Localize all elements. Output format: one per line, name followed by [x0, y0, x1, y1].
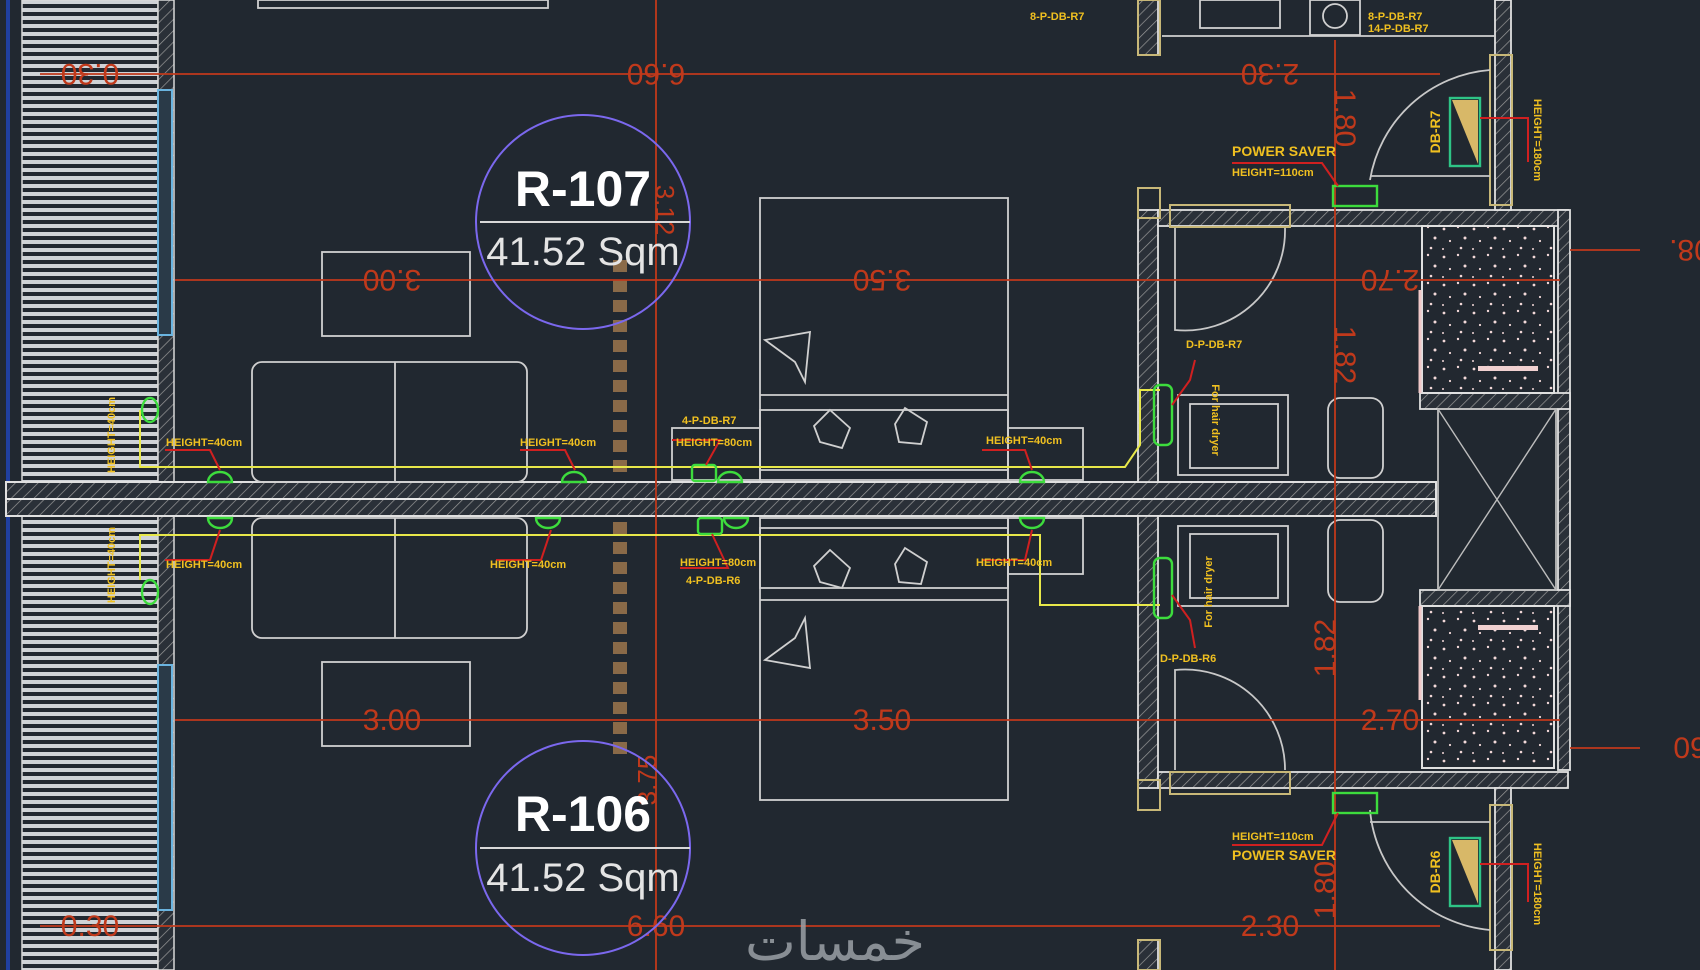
- hair-dryer-label: For hair dryer: [1209, 384, 1221, 456]
- switch-icon: [690, 463, 718, 483]
- room-tag-r106[interactable]: R-106 41.52 Sqm: [475, 740, 691, 956]
- balcony-left: [6, 0, 175, 970]
- wall-socket-label: HEIGHT=40cm: [106, 397, 118, 473]
- dimension-lines: [40, 0, 1640, 970]
- circuit-label: D-P-DB-R7: [1186, 339, 1242, 351]
- socket-height-label: HEIGHT=40cm: [986, 435, 1062, 447]
- power-saver-height: HEIGHT=110cm: [1232, 831, 1314, 843]
- dim-bottom-living-width: 3.00: [363, 704, 421, 737]
- circuit-label: D-P-DB-R6: [1160, 653, 1216, 665]
- shaver-socket-icon: [1152, 383, 1174, 447]
- leader-lines: [165, 117, 1529, 902]
- power-saver-icon: [1331, 184, 1379, 208]
- dimension-texts: 0.30 6.60 2.30 1.80 3.00 3.50 2.70 1.82 …: [61, 57, 1700, 943]
- db-label: DB-R7: [1427, 110, 1443, 153]
- socket-icon: [560, 470, 588, 484]
- door-swings: [1174, 69, 1491, 931]
- hair-dryer-label: For hair dryer: [1203, 556, 1215, 628]
- socket-icon: [716, 470, 744, 484]
- dim-right-top-edge: 08.: [1669, 233, 1700, 266]
- watermark-logo: خمسات: [745, 910, 925, 970]
- socket-height-label: HEIGHT=40cm: [166, 437, 242, 449]
- socket-icon: [534, 516, 562, 530]
- switch-height-label: HEIGHT=80cm: [680, 557, 756, 569]
- db-height-label: HEIGHT=180cm: [1531, 843, 1543, 925]
- socket-icon: [722, 516, 750, 530]
- power-saver-label: POWER SAVER: [1232, 847, 1336, 863]
- room-number: R-106: [515, 786, 651, 842]
- furniture-r107: [251, 0, 1084, 483]
- shower-areas: [1418, 225, 1557, 769]
- dim-top-left-width: 0.30: [61, 57, 119, 90]
- dim-bottom-left-width: 0.30: [61, 910, 119, 943]
- socket-icon: [140, 396, 160, 424]
- dim-top-bath-width: 2.70: [1361, 263, 1419, 296]
- db-panel-icon: [1448, 836, 1482, 908]
- socket-icon: [206, 470, 234, 484]
- socket-icon: [1018, 470, 1046, 484]
- shaver-socket-icon: [1152, 556, 1174, 620]
- room-tag-r107[interactable]: R-107 41.52 Sqm: [475, 114, 691, 330]
- db-panel-icon: [1448, 96, 1482, 168]
- furniture-r106: [251, 517, 1084, 801]
- circuit-label: 14-P-DB-R7: [1368, 23, 1429, 35]
- socket-icon: [1018, 516, 1046, 530]
- dim-top-room-depth: 3.12: [650, 185, 680, 236]
- power-saver-height: HEIGHT=110cm: [1232, 167, 1314, 179]
- dim-bottom-bath-height: 1.82: [1309, 619, 1342, 677]
- power-saver-icon: [1331, 791, 1379, 815]
- circuit-label: 4-P-DB-R6: [686, 575, 740, 587]
- socket-height-label: HEIGHT=40cm: [490, 559, 566, 571]
- power-saver-label: POWER SAVER: [1232, 143, 1336, 159]
- dim-bottom-bath-width: 2.70: [1361, 704, 1419, 737]
- electrical-devices[interactable]: [140, 96, 1482, 908]
- bathroom-fixtures: [1162, 0, 1495, 607]
- door-frames: [1137, 0, 1513, 970]
- room-number: R-107: [515, 161, 651, 217]
- party-wall: [5, 481, 1437, 517]
- dim-right-bottom-edge: 09: [1673, 732, 1700, 765]
- room-area: 41.52 Sqm: [486, 856, 679, 900]
- switch-icon: [696, 516, 724, 536]
- electrical-tags: POWER SAVER HEIGHT=110cm HEIGHT=110cm PO…: [106, 11, 1543, 925]
- circuit-label: 4-P-DB-R7: [682, 415, 736, 427]
- socket-height-label: HEIGHT=40cm: [166, 559, 242, 571]
- db-height-label: HEIGHT=180cm: [1531, 99, 1543, 181]
- circuit-label: 8-P-DB-R7: [1030, 11, 1084, 23]
- socket-icon: [140, 578, 160, 606]
- dim-bottom-entry-height: 1.80: [1309, 861, 1342, 919]
- dim-bottom-entry-length: 2.30: [1241, 910, 1299, 943]
- switch-height-label: HEIGHT=80cm: [676, 437, 752, 449]
- room-area: 41.52 Sqm: [486, 230, 679, 274]
- dim-top-bath-height: 1.82: [1328, 326, 1361, 384]
- dim-top-bed-width: 3.50: [853, 263, 911, 296]
- db-label: DB-R6: [1427, 850, 1443, 893]
- socket-icon: [206, 516, 234, 530]
- socket-height-label: HEIGHT=40cm: [520, 437, 596, 449]
- wall-socket-label: HEIGHT=40cm: [106, 527, 118, 603]
- dim-top-entry-height: 1.80: [1328, 89, 1361, 147]
- dim-bottom-bed-width: 3.50: [853, 704, 911, 737]
- dim-top-entry-length: 2.30: [1241, 57, 1299, 90]
- electrical-wiring: [139, 389, 1160, 606]
- socket-height-label: HEIGHT=40cm: [976, 557, 1052, 569]
- dim-top-living-width: 3.00: [363, 263, 421, 296]
- dim-top-room-length: 6.60: [627, 57, 685, 90]
- circuit-label: 8-P-DB-R7: [1368, 11, 1422, 23]
